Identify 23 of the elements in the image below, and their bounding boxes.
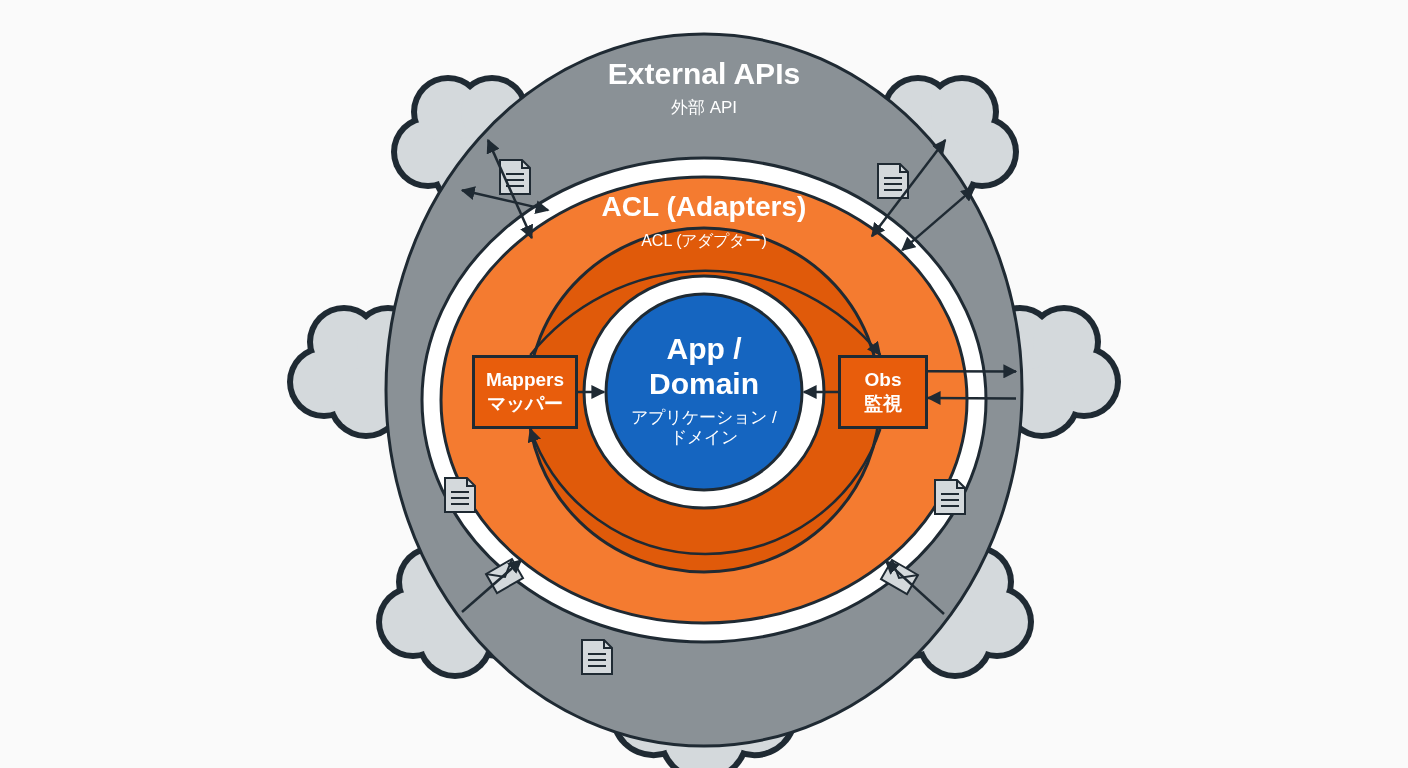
component-box [838,355,928,429]
ring-title: ACL (Adapters) [600,191,808,224]
ring-subtitle: 外部 API [669,98,739,118]
core-title: App / Domain [648,332,760,401]
box-label: 監視 [864,392,902,416]
core-subtitle: アプリケーション / ドメイン [630,408,778,448]
arrow [461,559,523,613]
arrow [486,138,533,240]
arrow [928,364,1018,379]
arrow [901,187,976,252]
arrow [460,186,550,215]
box-label: Obs [864,368,902,392]
arrow [578,385,606,399]
ring-title: External APIs [606,57,802,92]
arrow [528,427,882,556]
ring-subtitle: ACL (アダプター) [640,232,768,251]
arrow [802,385,838,399]
arrow [884,560,945,615]
box-label: Mappers [485,368,565,392]
component-box [472,355,578,429]
arrow [926,391,1016,405]
box-label: マッパー [487,392,563,416]
arrow [871,139,947,238]
